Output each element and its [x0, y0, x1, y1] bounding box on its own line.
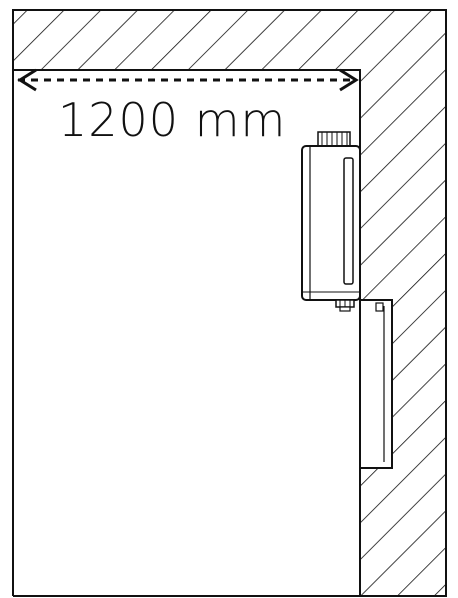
unit-bottom-fittings	[335, 299, 355, 312]
lower-cover-panel	[359, 299, 393, 469]
unit-top-connector	[317, 131, 351, 147]
dimension-arrow	[17, 68, 359, 92]
wall-mounted-unit	[301, 145, 361, 301]
dimension-label: 1200 mm	[58, 93, 286, 147]
room-area	[13, 70, 360, 596]
